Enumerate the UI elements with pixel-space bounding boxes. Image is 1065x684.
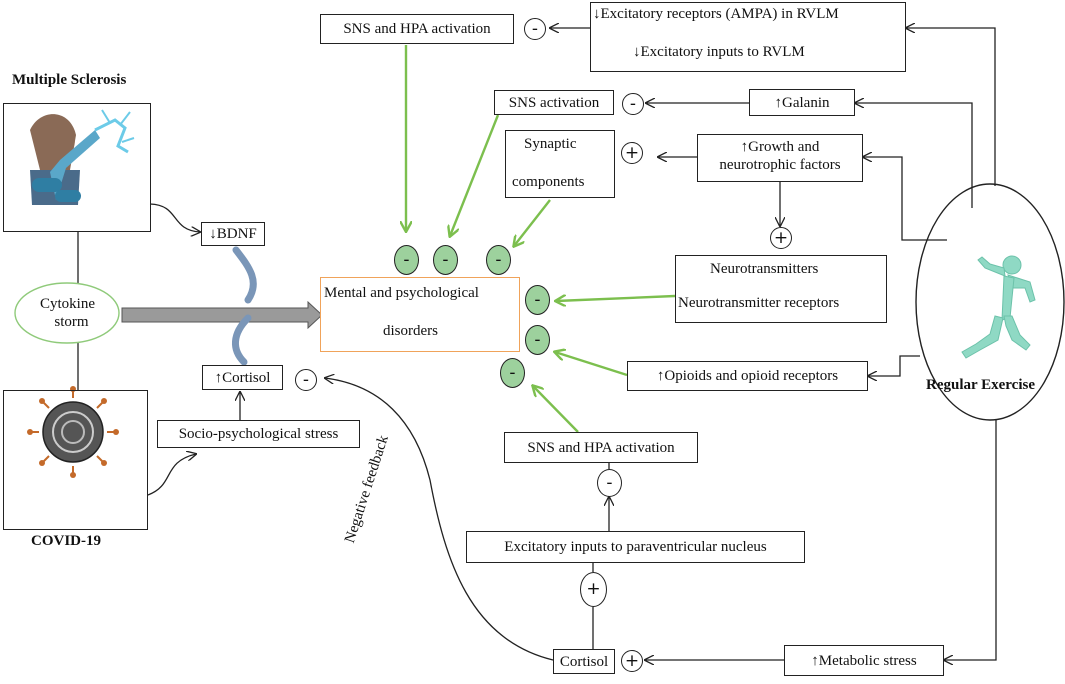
growth-line2: neurotrophic factors xyxy=(719,157,841,173)
cytokine-storm-ellipse xyxy=(14,282,120,344)
connector-to-growth xyxy=(863,157,947,241)
cytokine-storm-line1: Cytokine xyxy=(40,296,95,312)
connector-to-opioids xyxy=(868,355,920,376)
cortisol-plus-sign: + xyxy=(580,572,607,607)
synaptic-line2: components xyxy=(512,174,585,190)
green-minus-4: - xyxy=(525,285,550,315)
green-arrow-sns xyxy=(450,114,500,236)
green-arrow-neurotransmitters xyxy=(556,296,676,301)
cytokine-storm-label: Cytokine storm xyxy=(40,295,95,331)
neurotransmitters-text: Neurotransmitters xyxy=(710,261,819,277)
bdnf-bracket xyxy=(232,246,257,304)
connector-covid-stress xyxy=(147,454,196,496)
excitatory-inputs-rvlm-text: ↓Excitatory inputs to RVLM xyxy=(633,44,805,60)
neurotransmitters-box: Neurotransmitters Neurotransmitter recep… xyxy=(675,255,887,323)
metabolic-plus-sign: + xyxy=(621,650,643,672)
sns-hpa-top-minus-sign: - xyxy=(524,18,546,40)
excitatory-receptors-text: ↓Excitatory receptors (AMPA) in RVLM xyxy=(593,6,839,22)
green-arrow-synaptic xyxy=(514,199,551,246)
mental-disorders-box: Mental and psychological disorders xyxy=(320,277,520,352)
mental-line2: disorders xyxy=(383,323,438,339)
green-arrow-sns-hpa-bottom xyxy=(533,386,579,433)
cortisol-up-box: ↑Cortisol xyxy=(202,365,283,390)
bdnf-box: ↓BDNF xyxy=(201,222,265,246)
sns-activation-box: SNS activation xyxy=(494,90,614,115)
synaptic-box: Synaptic components xyxy=(505,130,615,198)
galanin-box: ↑Galanin xyxy=(749,89,855,116)
coronavirus-illustration xyxy=(27,386,119,478)
multiple-sclerosis-label: Multiple Sclerosis xyxy=(12,72,127,88)
metabolic-stress-box: ↑Metabolic stress xyxy=(784,645,944,676)
growth-line1: ↑Growth and xyxy=(740,139,820,155)
cortisol-box: Cortisol xyxy=(553,649,615,674)
multiple-sclerosis-frame xyxy=(3,103,151,232)
sns-hpa-top-box: SNS and HPA activation xyxy=(320,14,514,44)
green-minus-3: - xyxy=(486,245,511,275)
green-minus-1: - xyxy=(394,245,419,275)
cortisol-bracket xyxy=(232,314,252,366)
mental-line1: Mental and psychological xyxy=(324,285,479,301)
socio-stress-box: Socio-psychological stress xyxy=(157,420,360,448)
cortisol-minus-sign: - xyxy=(295,369,317,391)
neurotransmitter-receptors-text: Neurotransmitter receptors xyxy=(678,295,840,311)
connector-to-galanin xyxy=(855,103,973,208)
galanin-minus-sign: - xyxy=(622,93,644,115)
negative-feedback-curve xyxy=(325,378,554,661)
pvn-box: Excitatory inputs to paraventricular nuc… xyxy=(466,531,805,563)
cytokine-to-mental-arrow xyxy=(121,300,323,330)
connector-ms-bdnf xyxy=(149,203,200,232)
cytokine-storm-line2: storm xyxy=(54,314,89,330)
green-minus-2: - xyxy=(433,245,458,275)
connector-to-rvlm xyxy=(906,28,996,186)
green-minus-5: - xyxy=(525,325,550,355)
connector-to-metabolic xyxy=(944,420,997,660)
regular-exercise-ellipse xyxy=(915,183,1065,421)
covid-frame xyxy=(3,390,148,530)
green-arrow-opioids xyxy=(555,352,628,377)
growth-plus-sign: + xyxy=(621,142,643,164)
growth-box: ↑Growth and neurotrophic factors xyxy=(697,134,863,182)
opioids-box: ↑Opioids and opioid receptors xyxy=(627,361,868,391)
sns-hpa-bottom-box: SNS and HPA activation xyxy=(504,432,698,463)
pvn-minus-sign: - xyxy=(597,469,622,497)
neurotransmitters-plus-sign: + xyxy=(770,227,792,249)
runner-silhouette-icon xyxy=(961,255,1036,359)
multiple-sclerosis-illustration xyxy=(30,109,135,205)
synaptic-line1: Synaptic xyxy=(524,136,577,152)
green-minus-6: - xyxy=(500,358,525,388)
regular-exercise-label: Regular Exercise xyxy=(926,377,1036,393)
covid-label: COVID-19 xyxy=(31,533,101,549)
rvlm-box: ↓Excitatory receptors (AMPA) in RVLM ↓Ex… xyxy=(590,2,906,72)
